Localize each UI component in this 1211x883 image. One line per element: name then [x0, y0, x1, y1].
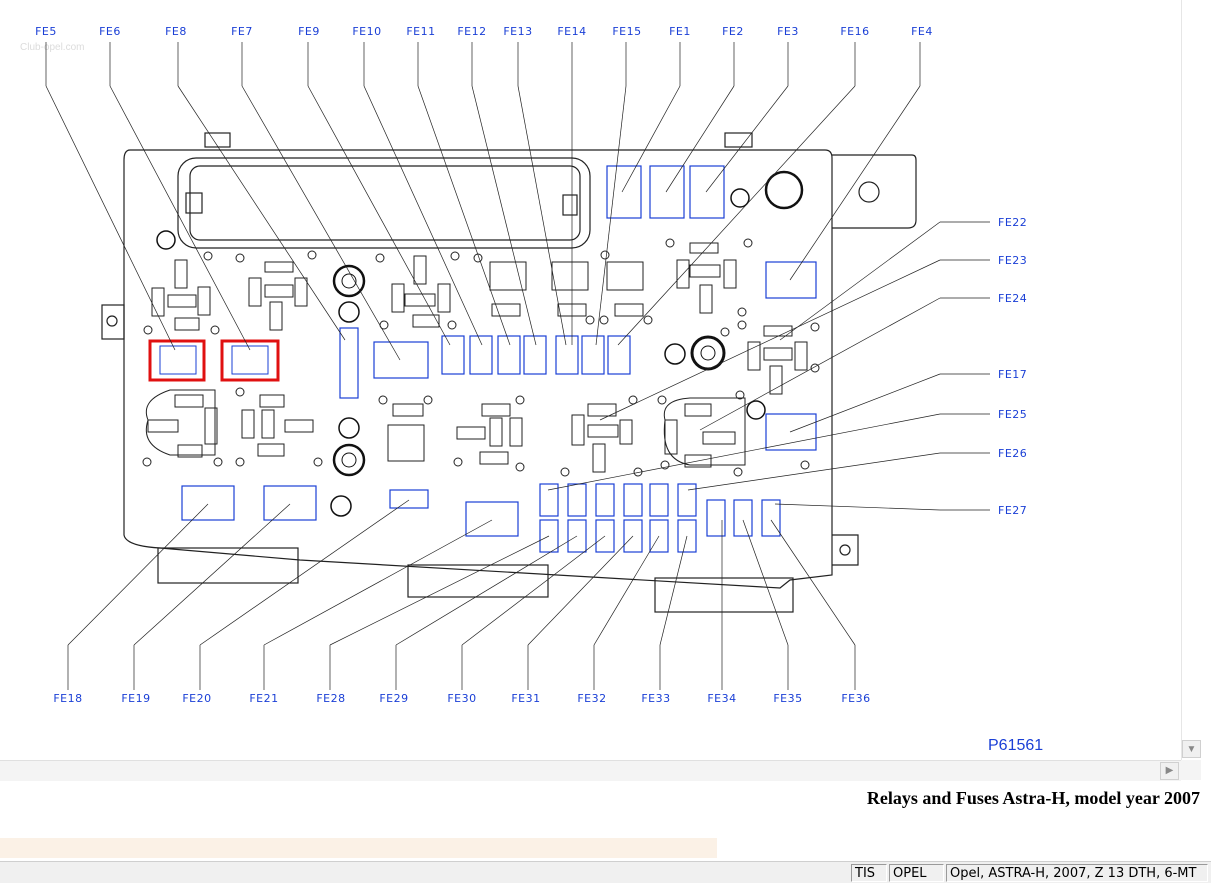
- fuse-label-fe36: FE36: [841, 692, 870, 705]
- fuse-label-fe20: FE20: [182, 692, 211, 705]
- diagram-caption: Relays and Fuses Astra-H, model year 200…: [866, 788, 1200, 808]
- horizontal-scrollbar[interactable]: ▶: [0, 760, 1181, 781]
- fuse-label-fe17: FE17: [998, 368, 1027, 381]
- relay-sockets: [145, 242, 808, 473]
- fuse-label-fe10: FE10: [352, 25, 381, 38]
- fuse-label-fe9: FE9: [298, 25, 320, 38]
- labels-top: FE5 FE6 FE8 FE7 FE9 FE10 FE11 FE12 FE13 FE14 FE15 F…: [35, 25, 933, 38]
- fuse-label-fe33: FE33: [641, 692, 670, 705]
- fuse-label-fe29: FE29: [379, 692, 408, 705]
- fuse-label-fe4: FE4: [911, 25, 933, 38]
- fuse-label-fe35: FE35: [773, 692, 802, 705]
- fuse-label-fe18: FE18: [53, 692, 82, 705]
- fuse-label-fe28: FE28: [316, 692, 345, 705]
- info-band: [0, 838, 717, 858]
- scroll-corner: [1181, 760, 1201, 780]
- fuse-label-fe14: FE14: [557, 25, 586, 38]
- fuse-label-fe31: FE31: [511, 692, 540, 705]
- fuse-box-diagram: Club-opel.com: [20, 25, 1043, 754]
- mounting-holes: [142, 238, 820, 477]
- status-bar: TIS OPEL Opel, ASTRA-H, 2007, Z 13 DTH, …: [0, 861, 1211, 883]
- fuse-box-outline: [101, 132, 917, 613]
- fuse-label-fe26: FE26: [998, 447, 1027, 460]
- labels-bottom: FE18 FE19 FE20 FE21 FE28 FE29 FE30 FE31 FE32 FE33…: [53, 692, 870, 705]
- diagram-viewer[interactable]: Club-opel.com: [0, 0, 1181, 760]
- vertical-scrollbar[interactable]: ▼: [1181, 0, 1202, 760]
- fuse-label-fe12: FE12: [457, 25, 486, 38]
- fuse-label-fe15: FE15: [612, 25, 641, 38]
- highlighted-relays: [148, 339, 280, 382]
- fuse-label-fe11: FE11: [406, 25, 435, 38]
- fuse-label-fe34: FE34: [707, 692, 736, 705]
- fuse-label-fe25: FE25: [998, 408, 1027, 421]
- fuse-label-fe21: FE21: [249, 692, 278, 705]
- fuse-label-fe8: FE8: [165, 25, 187, 38]
- fuse-label-fe7: FE7: [231, 25, 253, 38]
- fuse-label-fe27: FE27: [998, 504, 1027, 517]
- watermark: Club-opel.com: [20, 42, 84, 53]
- fuse-label-fe23: FE23: [998, 254, 1027, 267]
- window-edge: [1201, 0, 1211, 860]
- fuse-label-fe22: FE22: [998, 216, 1027, 229]
- fuse-label-fe30: FE30: [447, 692, 476, 705]
- fuse-label-fe19: FE19: [121, 692, 150, 705]
- fuse-label-fe13: FE13: [503, 25, 532, 38]
- chevron-down-icon[interactable]: ▼: [1182, 740, 1201, 758]
- fuse-label-fe16: FE16: [840, 25, 869, 38]
- leader-lines: [45, 42, 990, 690]
- fuse-slots: [181, 165, 817, 553]
- fuse-label-fe1: FE1: [669, 25, 691, 38]
- chevron-right-icon[interactable]: ▶: [1160, 762, 1179, 780]
- fuse-label-fe5: FE5: [35, 25, 57, 38]
- fuse-label-fe6: FE6: [99, 25, 121, 38]
- fuse-label-fe32: FE32: [577, 692, 606, 705]
- diagram-code: P61561: [988, 737, 1043, 754]
- status-vehicle: Opel, ASTRA-H, 2007, Z 13 DTH, 6-MT: [946, 864, 1208, 882]
- status-brand: OPEL: [889, 864, 944, 882]
- fuse-label-fe3: FE3: [777, 25, 799, 38]
- fuse-label-fe24: FE24: [998, 292, 1027, 305]
- status-tis: TIS: [851, 864, 887, 882]
- fuse-label-fe2: FE2: [722, 25, 744, 38]
